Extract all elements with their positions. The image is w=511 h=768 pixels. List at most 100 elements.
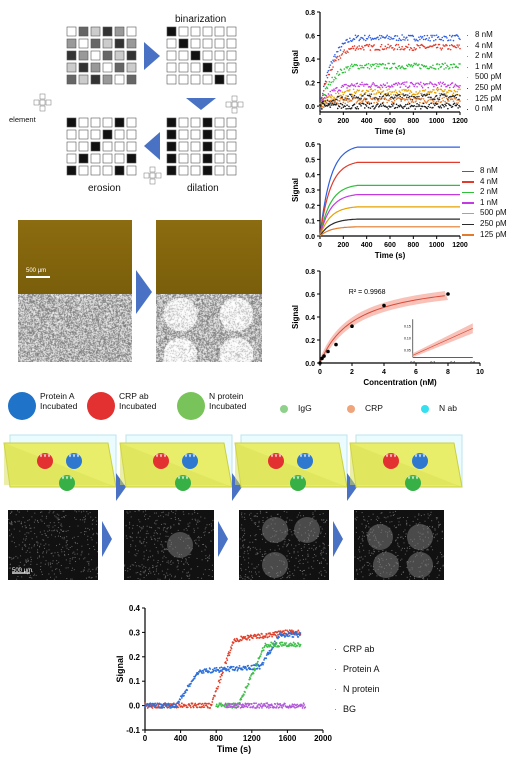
data-point xyxy=(237,705,240,708)
data-point xyxy=(319,104,321,106)
data-point xyxy=(214,695,216,697)
data-point xyxy=(217,669,220,672)
data-point xyxy=(328,94,331,97)
data-point xyxy=(452,86,455,89)
data-point xyxy=(225,657,228,660)
data-point xyxy=(287,630,290,633)
data-point xyxy=(240,698,243,701)
data-point xyxy=(397,81,400,84)
data-point xyxy=(380,43,383,46)
data-point xyxy=(396,68,399,70)
data-point xyxy=(320,105,322,107)
data-point xyxy=(178,703,181,706)
data-point xyxy=(412,49,415,51)
calibration-point xyxy=(382,303,386,308)
data-point xyxy=(345,95,347,97)
data-point xyxy=(362,89,364,92)
data-point xyxy=(264,635,267,637)
x-axis-label: Time (s) xyxy=(375,251,406,260)
data-point xyxy=(334,76,336,79)
data-point xyxy=(154,702,157,705)
data-point xyxy=(219,678,222,681)
y-tick-label: 0.4 xyxy=(305,173,315,180)
data-point xyxy=(435,88,438,91)
data-point xyxy=(271,635,273,638)
data-point xyxy=(358,85,360,88)
data-point xyxy=(268,649,271,652)
data-point xyxy=(454,83,457,86)
data-point xyxy=(408,102,411,105)
data-point xyxy=(344,51,346,53)
data-point xyxy=(385,35,388,38)
data-point xyxy=(195,673,198,676)
data-point xyxy=(238,664,241,667)
data-point xyxy=(373,93,375,95)
data-point xyxy=(259,655,262,657)
data-point xyxy=(264,705,267,707)
data-point xyxy=(259,636,262,639)
data-point xyxy=(446,102,448,105)
data-point xyxy=(443,93,445,95)
data-point xyxy=(243,693,245,696)
data-point xyxy=(445,93,447,95)
data-point xyxy=(243,705,246,708)
data-point xyxy=(398,37,401,40)
data-point xyxy=(220,674,223,677)
data-point xyxy=(258,634,261,637)
data-point xyxy=(412,101,415,104)
data-point xyxy=(438,98,441,101)
data-point xyxy=(278,636,280,639)
fluorescent-spot xyxy=(407,552,433,578)
data-point xyxy=(401,96,403,99)
x-tick-label: 8 xyxy=(446,369,450,376)
legend-entry: 2 nM xyxy=(462,187,507,198)
data-point xyxy=(281,706,284,709)
data-point xyxy=(377,63,379,66)
data-point xyxy=(425,102,428,104)
data-point xyxy=(148,705,151,707)
data-point xyxy=(189,704,192,707)
data-point xyxy=(325,86,328,88)
data-point xyxy=(283,644,285,647)
spot-icon xyxy=(383,453,399,469)
data-point xyxy=(449,39,452,41)
igg-label: IgG xyxy=(298,403,312,413)
spot-icon xyxy=(290,475,306,491)
data-point xyxy=(406,94,409,96)
data-point xyxy=(207,706,209,709)
data-point xyxy=(256,705,259,708)
data-point xyxy=(333,88,335,91)
data-point xyxy=(409,65,412,67)
data-point xyxy=(344,105,346,108)
data-point xyxy=(280,645,283,647)
data-point xyxy=(366,44,369,46)
data-point xyxy=(412,83,415,86)
data-point xyxy=(253,635,255,638)
data-point xyxy=(346,99,348,101)
x-tick-label: 1000 xyxy=(429,242,445,249)
data-point xyxy=(434,98,436,101)
data-point xyxy=(235,666,238,668)
data-point xyxy=(321,108,323,110)
data-point xyxy=(322,89,325,92)
data-point xyxy=(344,90,346,93)
data-point xyxy=(336,72,338,75)
data-point xyxy=(411,65,414,68)
data-point xyxy=(441,47,444,50)
data-point xyxy=(446,44,448,47)
data-point xyxy=(415,38,417,41)
crp-ab-label: CRP ab Incubated xyxy=(119,391,157,411)
data-point xyxy=(421,35,424,38)
data-point xyxy=(420,97,423,100)
data-point xyxy=(387,108,389,110)
data-point xyxy=(399,86,402,88)
crp-ab-dot-icon xyxy=(87,392,115,420)
legend-entry: 125 pM xyxy=(462,230,507,241)
data-point xyxy=(394,89,397,91)
data-point xyxy=(385,98,388,101)
data-point xyxy=(373,108,375,110)
legend-entry: ·N protein xyxy=(334,684,380,694)
data-point xyxy=(204,702,207,705)
data-point xyxy=(378,100,380,102)
